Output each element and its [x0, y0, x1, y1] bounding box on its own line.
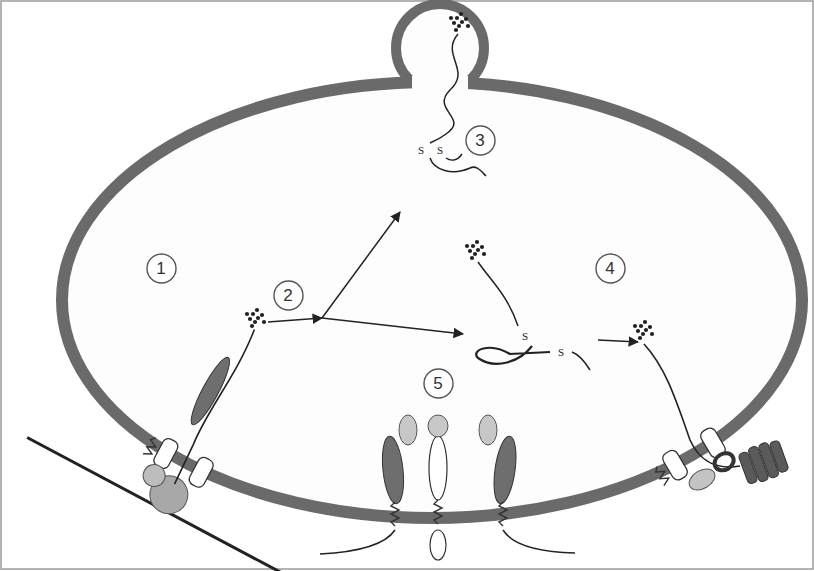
folded-domain [185, 354, 235, 429]
process-arrow [322, 212, 400, 318]
callout-number: 1 [146, 260, 177, 277]
protein-domain [430, 530, 446, 560]
ribosome-small [139, 461, 169, 491]
unfolded-chain [478, 262, 518, 326]
folded-chain [446, 154, 462, 160]
callout-circle: 2 [273, 280, 304, 311]
cytosolic-tail [320, 530, 395, 554]
er-membrane [62, 82, 802, 518]
callout-circle: 4 [595, 253, 626, 284]
callout-number: 4 [595, 260, 626, 277]
glycan [245, 308, 266, 328]
folded-chain [430, 158, 486, 176]
protein-domain [429, 436, 447, 500]
transmembrane-helix [391, 502, 399, 526]
disulfide-label: S [521, 331, 529, 342]
circle-outline [596, 254, 625, 283]
glycan [449, 12, 470, 32]
disulfide-label: S [437, 145, 443, 156]
callout-circle: 1 [146, 253, 177, 284]
callout-number: 3 [465, 132, 496, 149]
unfolded-chain [476, 346, 550, 364]
glycan [465, 240, 486, 260]
disulfide-label: S [557, 347, 565, 358]
disulfide-label: S [417, 145, 425, 156]
process-arrow [268, 318, 322, 322]
retrotranslocon [650, 425, 739, 506]
callout-circle: 3 [465, 125, 496, 156]
nascent-chain [172, 329, 256, 484]
unfolded-chain [572, 352, 590, 370]
disulfide-label: S [418, 145, 424, 156]
transmembrane-helix [434, 500, 442, 524]
circle-outline [274, 281, 303, 310]
disulfide-label: S [436, 145, 444, 156]
bud-neck [412, 76, 468, 92]
circle-outline [466, 126, 495, 155]
transmembrane-helix [499, 502, 507, 526]
protein-domain [490, 435, 519, 505]
protein-domain [479, 415, 497, 445]
ubiquitin-ring [711, 450, 736, 474]
disulfide-label: S [558, 347, 564, 358]
membrane-proteins [320, 415, 575, 560]
retrotranslocated-chain [644, 344, 740, 467]
protein-domain [380, 435, 407, 505]
disulfide-label: S [522, 331, 528, 342]
circle-outline [147, 254, 176, 283]
transmembrane-helix [143, 436, 159, 457]
glycan [633, 320, 654, 340]
cytosolic-tail [503, 530, 575, 553]
protein-domain [428, 415, 448, 437]
translocon [187, 455, 215, 489]
callout-number: 5 [423, 375, 454, 392]
mrna [27, 437, 292, 571]
proteasome-ring [769, 440, 789, 473]
circle-outline [424, 369, 453, 398]
translocon [661, 448, 690, 482]
callout-circle: 5 [423, 368, 454, 399]
process-arrow [322, 318, 463, 334]
process-arrow [598, 340, 638, 342]
folded-chain [430, 34, 458, 143]
cofactor [685, 465, 718, 495]
transmembrane-helix [654, 464, 671, 485]
callout-number: 2 [273, 287, 304, 304]
protein-domain [399, 415, 417, 445]
proteasome [737, 438, 790, 487]
translocation-complex [26, 259, 387, 571]
